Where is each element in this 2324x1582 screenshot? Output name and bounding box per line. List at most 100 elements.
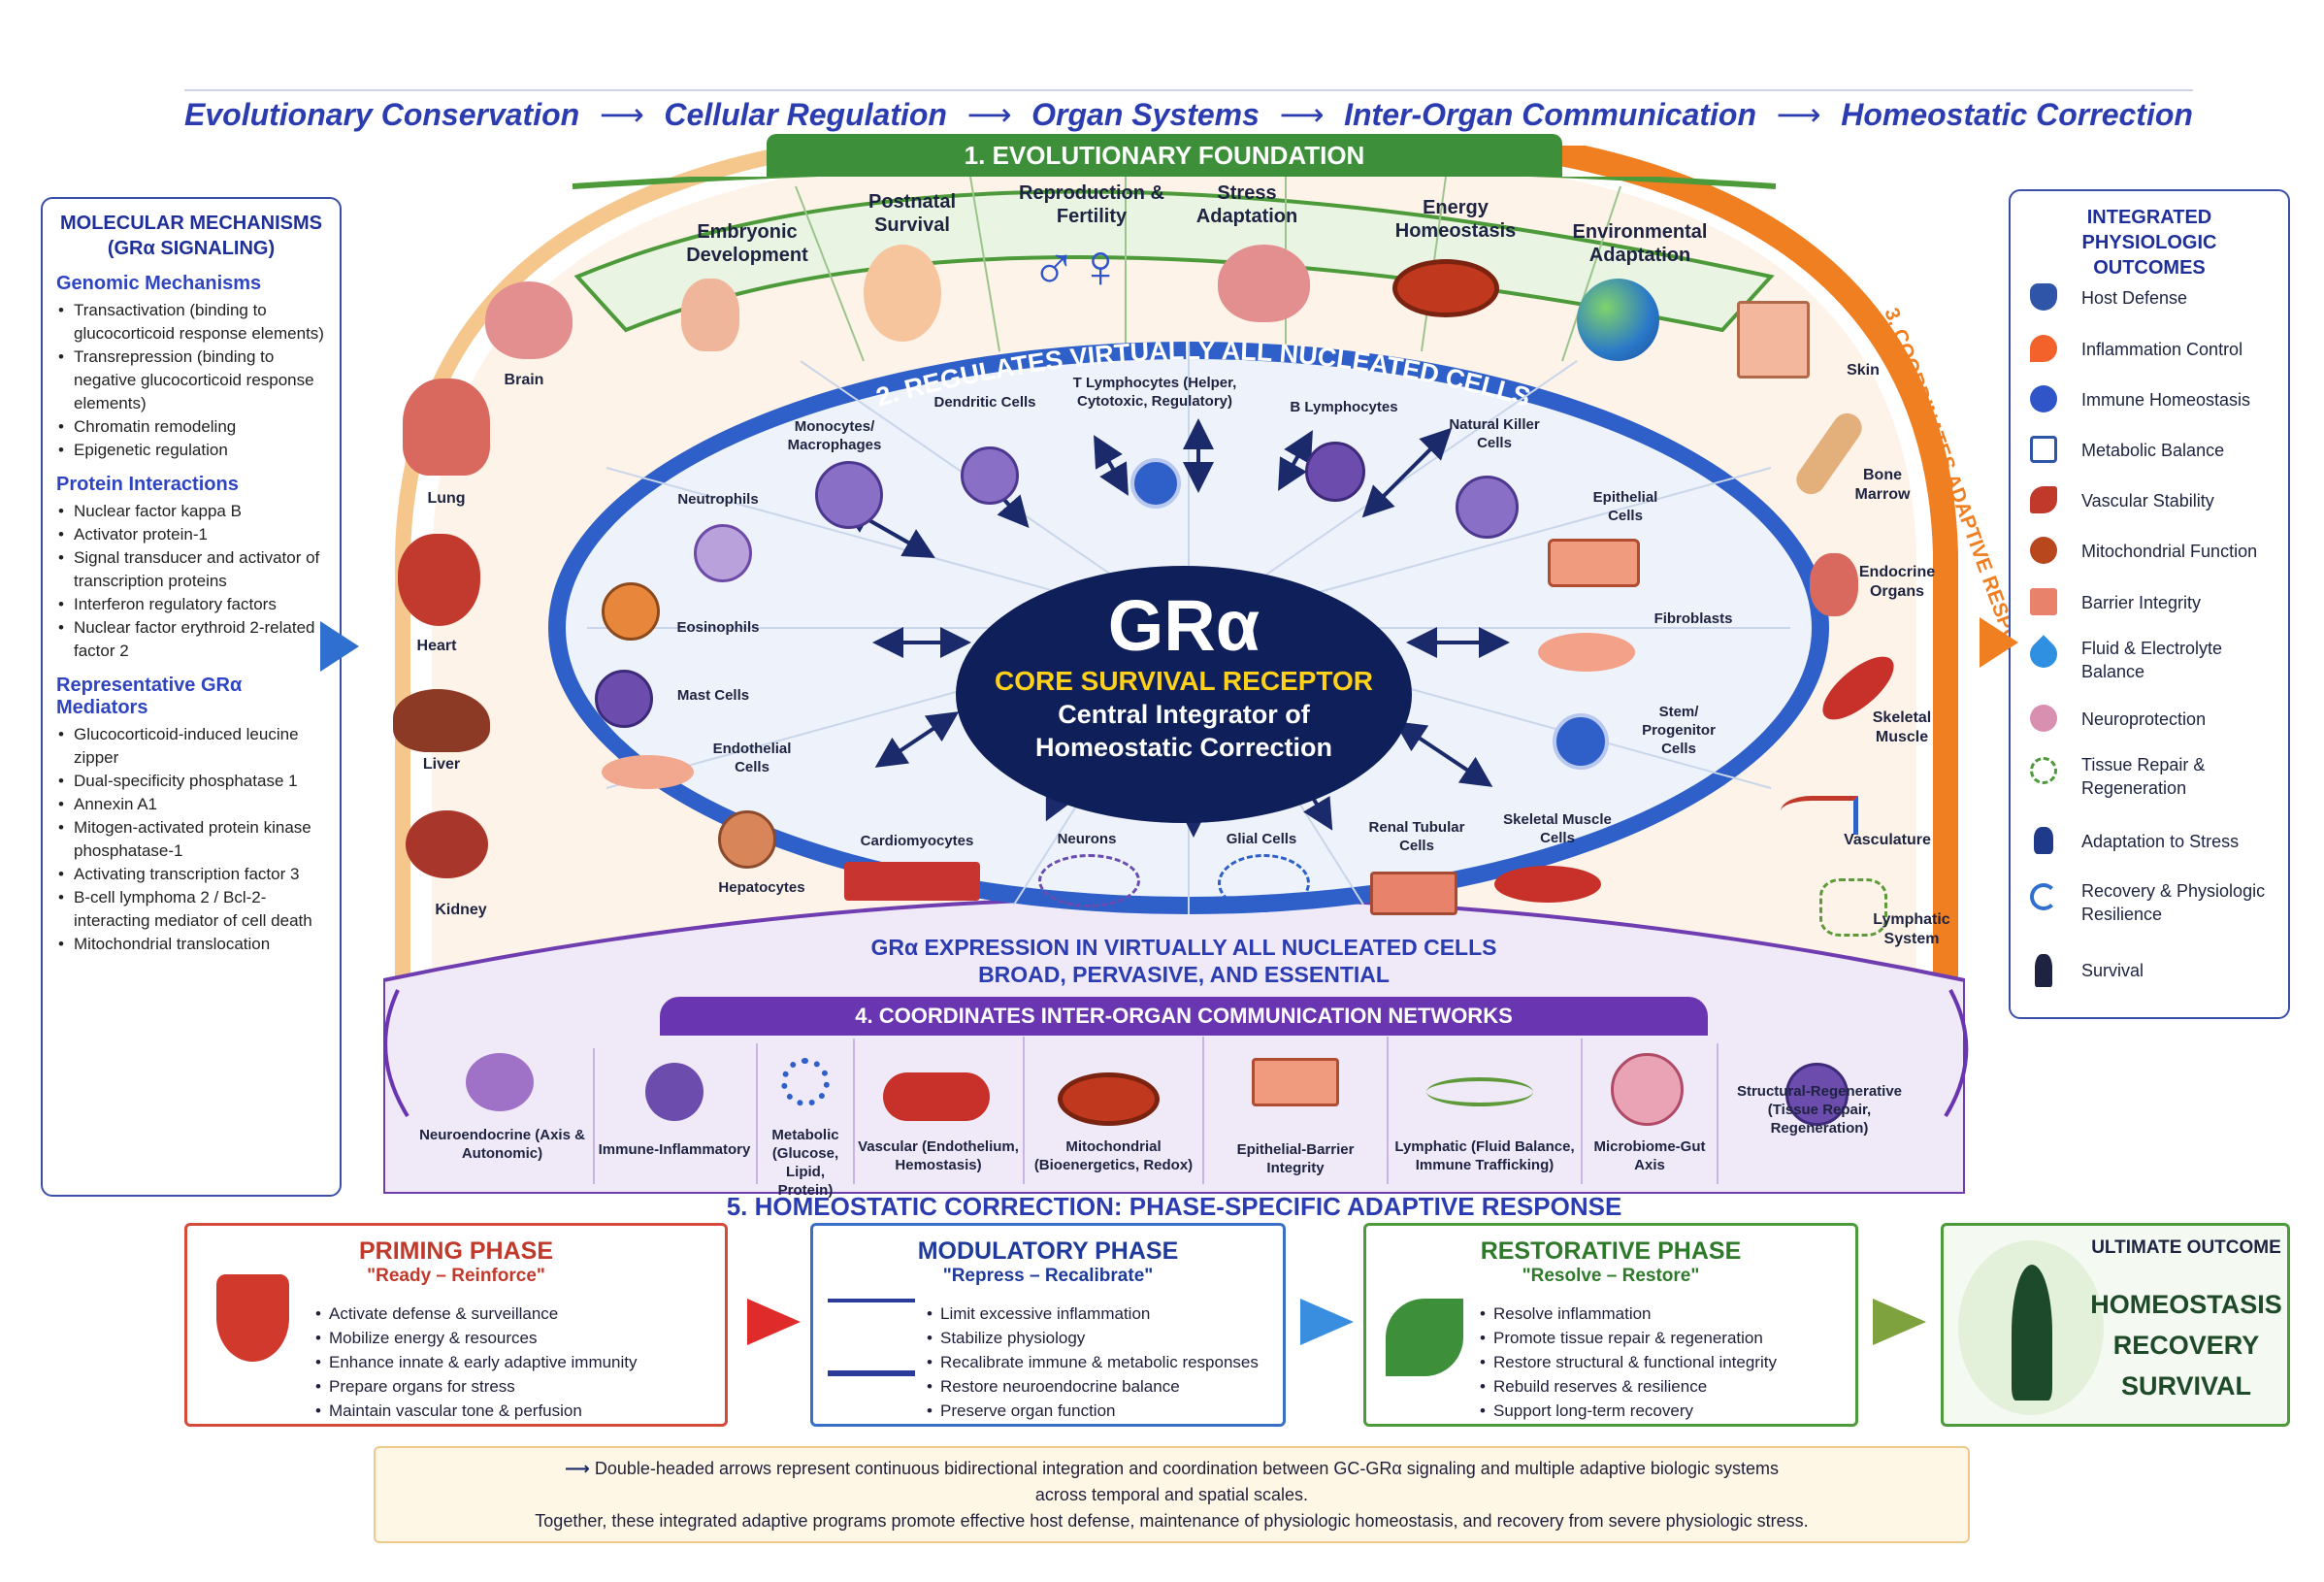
nk-cell-icon (1456, 476, 1519, 539)
panel-subtitle: (GRα SIGNALING) (107, 238, 276, 259)
core-line: Homeostatic Correction (1034, 733, 1333, 762)
network-label: Structural-Regenerative (Tissue Repair, … (1736, 1083, 1903, 1137)
phase-title: RESTORATIVE PHASE (1480, 1237, 1742, 1265)
flow-step: Inter-Organ Communication (1344, 96, 1757, 132)
mediators-list: Glucocorticoid-induced leucine zipper Du… (56, 723, 326, 956)
restorative-phase-card: RESTORATIVE PHASE "Resolve – Restore" Re… (1363, 1223, 1858, 1427)
modulatory-phase-card: MODULATORY PHASE "Repress – Recalibrate"… (810, 1223, 1286, 1427)
footer-note: ⟶ Double-headed arrows represent continu… (374, 1446, 1970, 1543)
list-item: Enhance innate & early adaptive immunity (313, 1350, 638, 1374)
list-item: B-cell lymphoma 2 / Bcl-2-interacting me… (56, 886, 326, 933)
outcome-label: Metabolic Balance (2081, 441, 2225, 460)
core-line: Central Integrator of (1058, 700, 1310, 729)
network-row: Neuroendocrine (Axis & Autonomic) Immune… (408, 1029, 1980, 1199)
outcome-label: Host Defense (2081, 288, 2188, 308)
list-item: Mitogen-activated protein kinase phospha… (56, 816, 326, 863)
flow-arrow: ⟶ (1776, 97, 1821, 132)
list-item: Prepare organs for stress (313, 1374, 638, 1399)
core-receptor: GRα CORE SURVIVAL RECEPTOR Central Integ… (956, 566, 1412, 823)
running-person-icon (2034, 827, 2053, 854)
cell-label: B Lymphocytes (1290, 399, 1398, 415)
list-item: Maintain vascular tone & perfusion (313, 1399, 638, 1423)
outcome-label: Inflammation Control (2081, 340, 2243, 359)
renal-tubular-icon (1370, 872, 1457, 915)
skeletal-muscle-cell-icon (1494, 866, 1601, 903)
molecular-mechanisms-panel: MOLECULAR MECHANISMS (GRα SIGNALING) Gen… (41, 197, 342, 1197)
heart-icon (398, 534, 480, 626)
panel-title: INTEGRATED (2086, 207, 2212, 228)
foundation-item: Reproduction & Fertility (1019, 182, 1164, 227)
organ-label: Brain (504, 372, 544, 388)
cell-label: Natural Killer Cells (1449, 416, 1540, 451)
network-label: Lymphatic (Fluid Balance, Immune Traffic… (1394, 1138, 1575, 1173)
phase-subtitle: "Repress – Recalibrate" (942, 1266, 1154, 1286)
list-item: Chromatin remodeling (56, 415, 326, 439)
organ-label: Endocrine Organs (1858, 564, 1936, 600)
shield-icon (216, 1274, 289, 1362)
list-item: Interferon regulatory factors (56, 593, 326, 616)
network-label: Neuroendocrine (Axis & Autonomic) (419, 1127, 585, 1162)
outcome-label: Adaptation to Stress (2081, 832, 2240, 851)
brain-icon (1218, 245, 1310, 322)
list-item: Resolve inflammation (1478, 1302, 1777, 1326)
ultimate-outcomes: HOMEOSTASIS RECOVERY SURVIVAL (2089, 1284, 2283, 1406)
flow-step: Homeostatic Correction (1841, 96, 2193, 132)
mitochondria-icon (1392, 259, 1499, 317)
organ-label: Skin (1847, 362, 1880, 379)
endocrine-organs-icon (1810, 553, 1858, 616)
list-item: Activating transcription factor 3 (56, 863, 326, 886)
expression-line: BROAD, PERVASIVE, AND ESSENTIAL (978, 962, 1390, 987)
immune-cells-icon (645, 1063, 704, 1121)
cell-label: Monocytes/ Macrophages (787, 418, 882, 453)
ultimate-line: RECOVERY (2112, 1331, 2260, 1360)
sex-symbols-icon: ♂♀ (1031, 231, 1124, 301)
shield-icon (2030, 283, 2057, 311)
network-label: Mitochondrial (Bioenergetics, Redox) (1033, 1138, 1194, 1173)
lung-icon (403, 379, 490, 476)
phase-list: Limit excessive inflammation Stabilize p… (925, 1302, 1259, 1423)
vasculature-icon (1781, 796, 1858, 835)
outcome-label: Immune Homeostasis (2081, 390, 2251, 410)
eosinophil-icon (602, 582, 660, 641)
list-item: Epigenetic regulation (56, 439, 326, 462)
list-item: Limit excessive inflammation (925, 1302, 1259, 1326)
neuron-icon (1038, 854, 1140, 907)
organ-label: Bone Marrow (1854, 467, 1911, 503)
repair-icon (2030, 757, 2057, 784)
cell-label: Fibroblasts (1653, 610, 1733, 627)
organ-label: Lymphatic System (1873, 911, 1950, 947)
organ-label: Kidney (435, 902, 487, 918)
foundation-banner: 1. EVOLUTIONARY FOUNDATION (767, 134, 1562, 177)
balance-scale-icon (828, 1299, 915, 1376)
network-dividers (593, 1037, 1718, 1184)
list-item: Nuclear factor erythroid 2-related facto… (56, 616, 326, 663)
neutrophil-icon (694, 524, 752, 582)
stem-cell-icon (1785, 1063, 1849, 1126)
cell-label: Endothelial Cells (712, 741, 792, 775)
recovery-cycle-icon (2030, 883, 2057, 910)
glial-cell-icon (1218, 854, 1310, 912)
list-item: Glucocorticoid-induced leucine zipper (56, 723, 326, 770)
ultimate-line: SURVIVAL (2120, 1371, 2252, 1401)
foundation-item: Embryonic Development (686, 221, 808, 266)
phase-title: MODULATORY PHASE (917, 1237, 1179, 1265)
phase-arrow-icon (747, 1299, 801, 1345)
sec2-title-arc: 2. REGULATES VIRTUALLY ALL NUCLEATED CEL… (872, 336, 1533, 412)
footer-line: ⟶ Double-headed arrows represent continu… (376, 1456, 1968, 1482)
organ-label: Heart (416, 638, 457, 654)
priming-phase-card: PRIMING PHASE "Ready – Reinforce" Activa… (184, 1223, 728, 1427)
balance-scale-icon (2030, 436, 2057, 463)
embryo-icon (681, 279, 739, 351)
phase-subtitle: "Ready – Reinforce" (367, 1266, 545, 1286)
outcome-label: Barrier Integrity (2081, 593, 2202, 612)
outcome-label: Tissue Repair & Regeneration (2081, 755, 2206, 798)
hepatocyte-icon (718, 810, 776, 869)
phase-arrow-icon (1873, 1299, 1926, 1345)
cell-label: Stem/ Progenitor Cells (1642, 704, 1716, 757)
connector-left-arrow (383, 989, 409, 1118)
organ-label: Skeletal Muscle (1872, 709, 1932, 745)
list-item: Activator protein-1 (56, 523, 326, 546)
network-label: Microbiome-Gut Axis (1593, 1138, 1706, 1173)
list-item: Recalibrate immune & metabolic responses (925, 1350, 1259, 1374)
phase-list: Resolve inflammation Promote tissue repa… (1478, 1302, 1777, 1423)
